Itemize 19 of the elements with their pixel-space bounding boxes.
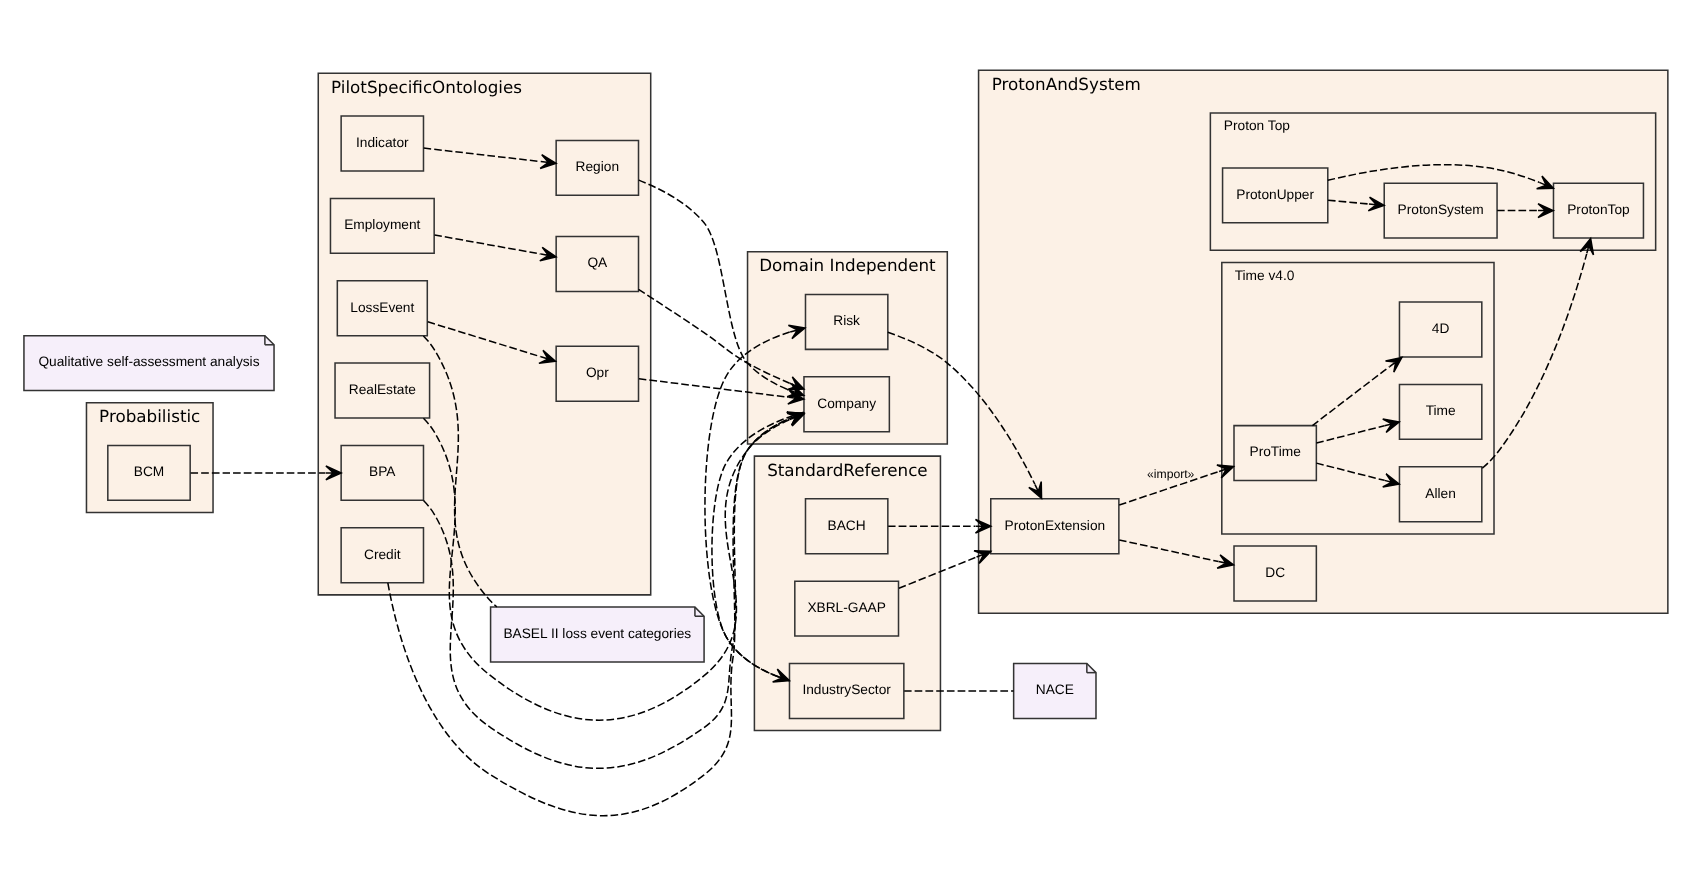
arrow	[887, 330, 1043, 499]
arrow	[887, 517, 992, 533]
arrow	[898, 548, 992, 588]
arrow	[1315, 461, 1400, 487]
arrow	[433, 233, 557, 261]
arrow	[1118, 463, 1235, 505]
arrow	[422, 146, 557, 169]
arrow	[1327, 163, 1555, 189]
arrow	[1327, 195, 1385, 211]
arrow	[1315, 417, 1400, 443]
arrow	[189, 464, 342, 480]
arrow	[1481, 236, 1595, 468]
arrow	[427, 320, 557, 364]
arrow	[637, 287, 805, 390]
connector	[422, 334, 498, 607]
arrow	[1311, 355, 1403, 426]
connector	[903, 689, 1015, 691]
arrow	[1496, 201, 1555, 218]
arrow	[1118, 538, 1235, 569]
